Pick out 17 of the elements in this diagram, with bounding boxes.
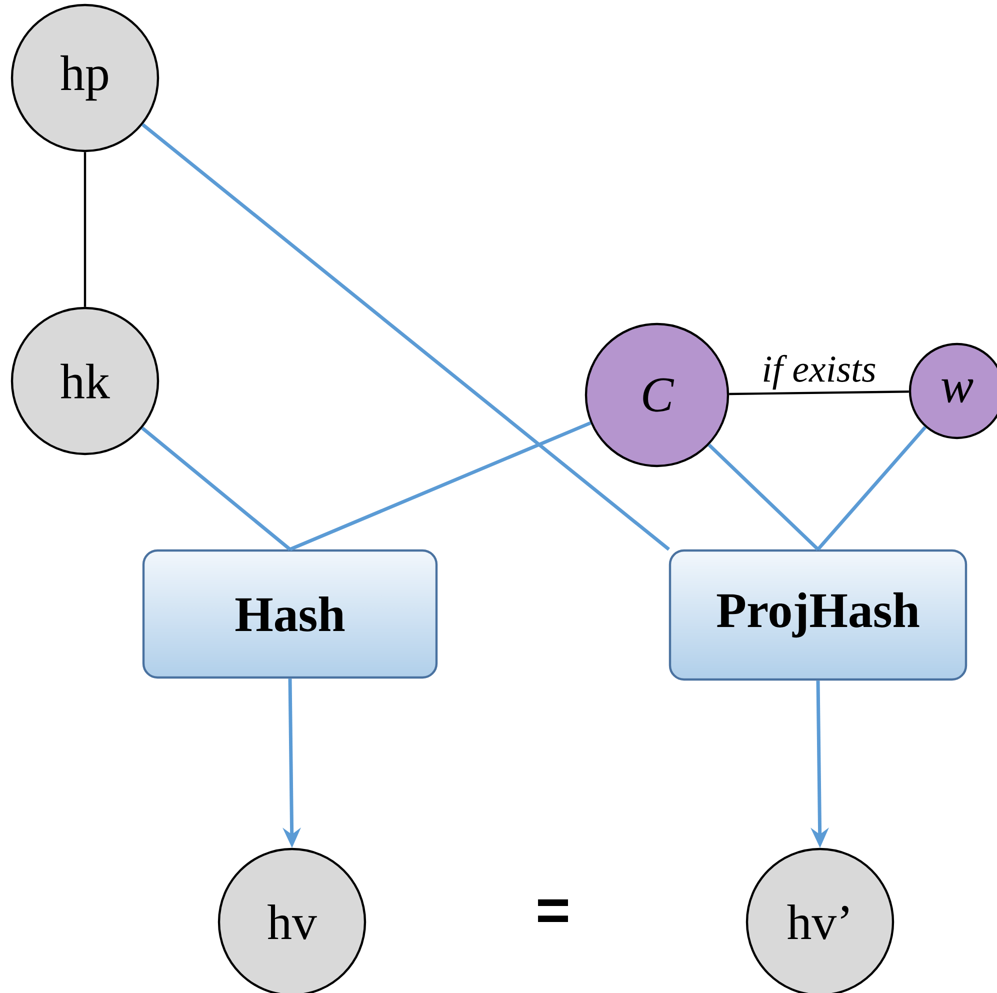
connector-line xyxy=(84,152,86,307)
connector-line xyxy=(142,123,670,551)
circle-node: hv xyxy=(218,848,366,993)
process-box: Hash xyxy=(142,549,438,679)
connector-line xyxy=(816,426,927,551)
circle-node: hp xyxy=(10,4,160,152)
circle-node: w xyxy=(908,342,997,440)
connector-line xyxy=(141,426,292,551)
connector-line xyxy=(289,421,592,551)
edge-label: if exists xyxy=(760,354,878,391)
process-box: ProjHash xyxy=(668,549,968,681)
circle-node: C xyxy=(584,322,730,468)
equals-sign: = xyxy=(538,899,568,922)
connector-line xyxy=(729,390,909,396)
circle-node: hv’ xyxy=(746,848,894,993)
circle-node: hk xyxy=(10,306,160,456)
connector-line xyxy=(708,444,820,551)
